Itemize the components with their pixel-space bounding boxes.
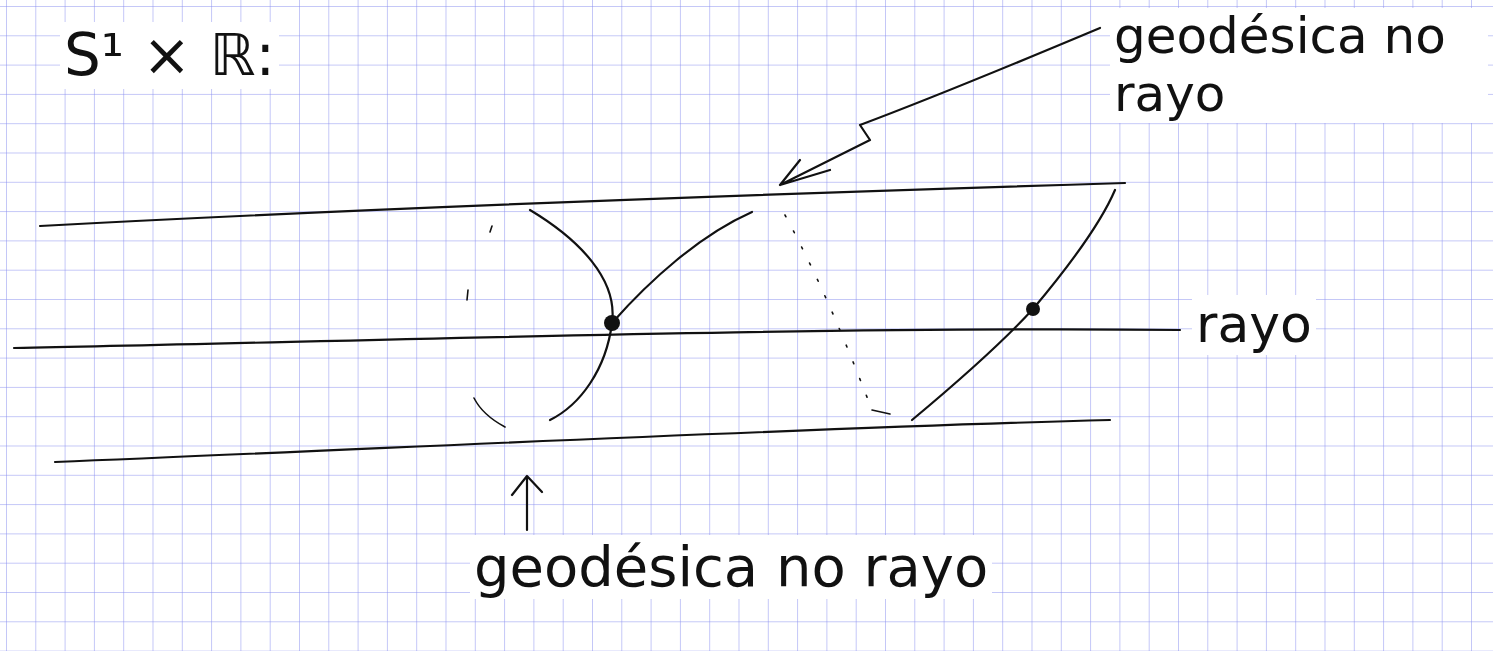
ray-label: rayo [1192, 295, 1316, 355]
geodesic-label: geodésica no rayo [1110, 8, 1488, 123]
geodesic-label: geodésica no rayo [470, 535, 992, 599]
point [1026, 302, 1040, 316]
cylinder-sketch [14, 28, 1180, 530]
heading: S¹ × ℝ: [60, 22, 279, 89]
point [604, 315, 620, 331]
